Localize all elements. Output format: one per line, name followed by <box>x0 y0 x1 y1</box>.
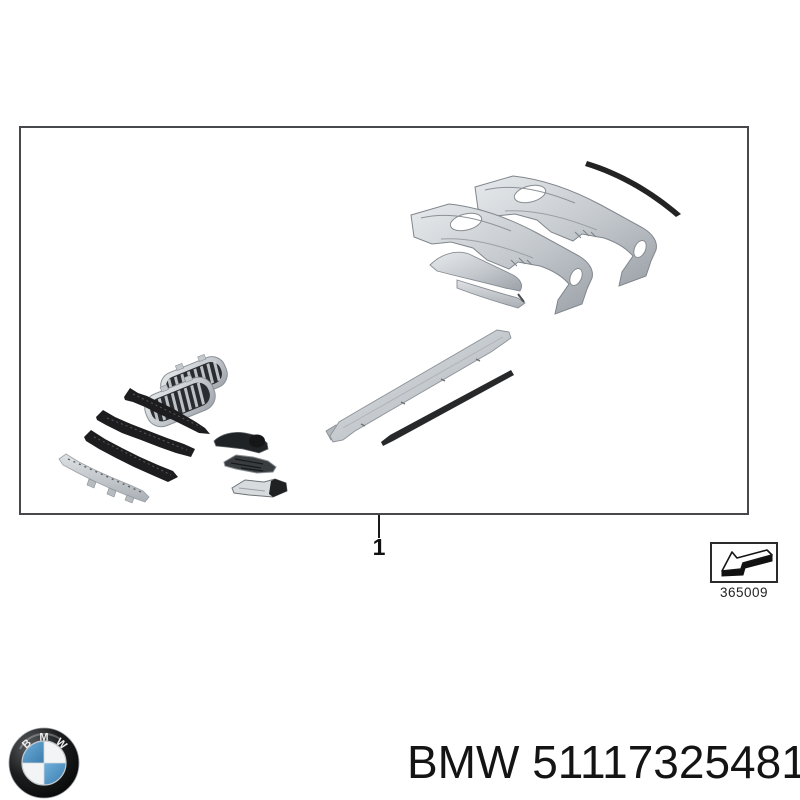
part-sill-silver-strip <box>58 453 150 504</box>
callout-label: 1 <box>372 534 386 560</box>
parts-illustration <box>58 161 681 504</box>
part-air-inlet-trim-1 <box>213 432 269 454</box>
mesh-texture <box>93 393 202 476</box>
parts-diagram-frame <box>19 126 749 515</box>
part-air-inlet-trim-3 <box>231 478 288 498</box>
part-side-sill-dark-strip <box>381 370 514 446</box>
part-mesh-trim-strip-1 <box>124 388 210 434</box>
part-air-inlet-trim-2 <box>223 454 277 474</box>
part-number-text: BMW 51117325481 <box>407 736 800 788</box>
callout-leader-line <box>378 515 380 538</box>
stamp-code: 365009 <box>719 585 769 600</box>
part-mesh-trim-strip-3 <box>84 430 178 482</box>
logo-letter-m: M <box>39 732 48 744</box>
bmw-roundel-logo: B M W <box>8 727 80 799</box>
part-front-lip-trim <box>429 251 526 309</box>
part-side-skirt <box>325 329 512 443</box>
stamp-box <box>710 542 778 583</box>
part-rear-spoiler-strip <box>585 161 681 217</box>
corner-arrow-3d-icon <box>721 549 773 577</box>
